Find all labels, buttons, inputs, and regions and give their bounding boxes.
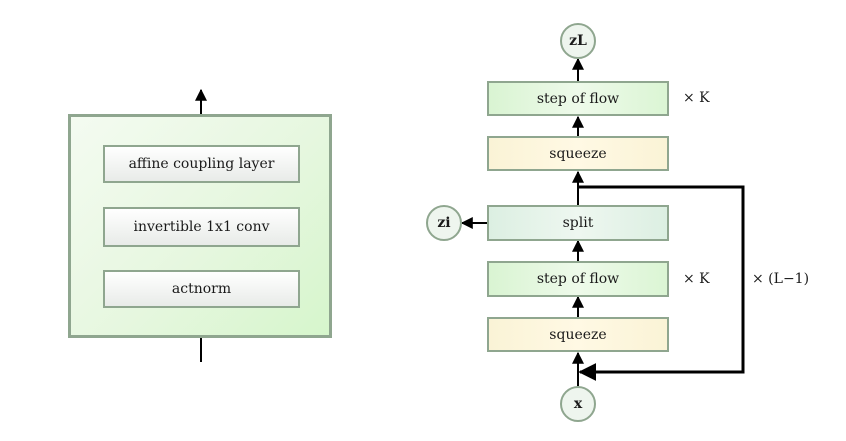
repeat-k-label-mid: × K <box>683 271 710 287</box>
zl-output-node: zL <box>560 23 596 59</box>
zi-output-node: zi <box>426 205 462 241</box>
step-of-flow-box-mid: step of flow <box>487 261 669 297</box>
x-input-node: x <box>560 386 596 422</box>
affine-coupling-layer-box: affine coupling layer <box>103 145 300 183</box>
squeeze-box-bottom: squeeze <box>487 317 669 352</box>
squeeze-box-top: squeeze <box>487 136 669 171</box>
repeat-levels-label: × (L−1) <box>752 271 810 287</box>
actnorm-box: actnorm <box>103 270 300 308</box>
split-box: split <box>487 205 669 241</box>
invertible-conv-box: invertible 1x1 conv <box>103 207 300 247</box>
repeat-k-label-top: × K <box>683 90 710 106</box>
arrow-repeat-loop <box>578 185 745 381</box>
step-of-flow-box-top: step of flow <box>487 81 669 116</box>
